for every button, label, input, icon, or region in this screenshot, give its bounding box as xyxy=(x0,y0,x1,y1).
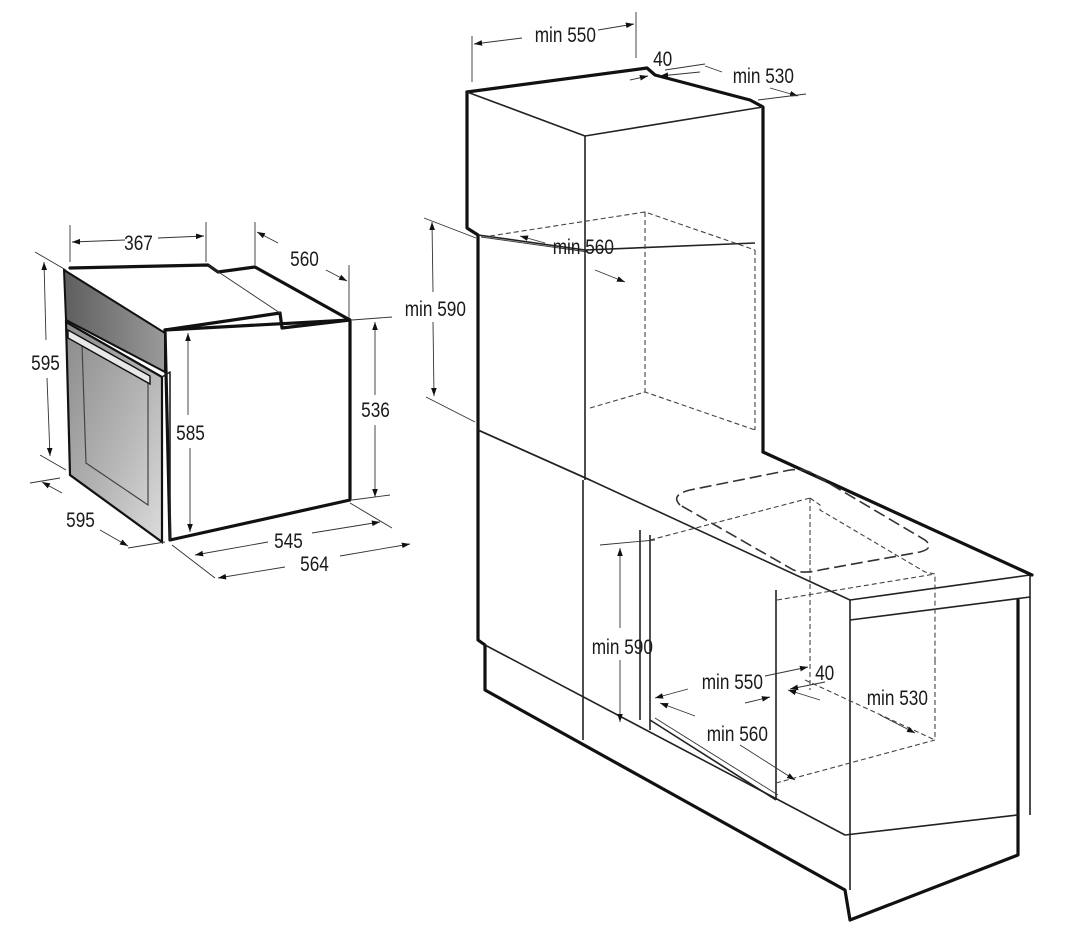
under-counter-min-width-label: min 550 xyxy=(702,672,763,695)
cabinet-niche-depth-label: min 560 xyxy=(553,237,614,260)
cabinet-min-width-label: min 550 xyxy=(535,25,596,48)
oven-dimension-lines xyxy=(29,222,411,580)
cabinet-drawing xyxy=(465,66,1034,922)
oven-width-front-label: 595 xyxy=(66,510,95,533)
oven-depth-body-label: 545 xyxy=(274,531,303,554)
oven-height-body-label: 585 xyxy=(176,423,205,446)
under-counter-rear-gap-label: 40 xyxy=(815,663,834,686)
cabinet-min-depth-label: min 530 xyxy=(733,66,794,89)
cabinet-niche-height-label: min 590 xyxy=(405,299,466,322)
oven-width-top-label: 367 xyxy=(124,233,153,256)
oven-depth-top-label: 560 xyxy=(290,249,319,272)
under-counter-min-depth-label: min 530 xyxy=(867,688,928,711)
under-counter-niche-height-label: min 590 xyxy=(592,637,653,660)
cabinet-dimension-lines xyxy=(423,12,916,781)
oven-drawing xyxy=(62,263,352,545)
cabinet-rear-gap-label: 40 xyxy=(653,49,672,72)
under-counter-niche-depth-label: min 560 xyxy=(707,724,768,747)
oven-depth-total-label: 564 xyxy=(300,554,329,577)
oven-height-front-label: 595 xyxy=(31,353,60,376)
oven-height-rear-label: 536 xyxy=(361,400,390,423)
